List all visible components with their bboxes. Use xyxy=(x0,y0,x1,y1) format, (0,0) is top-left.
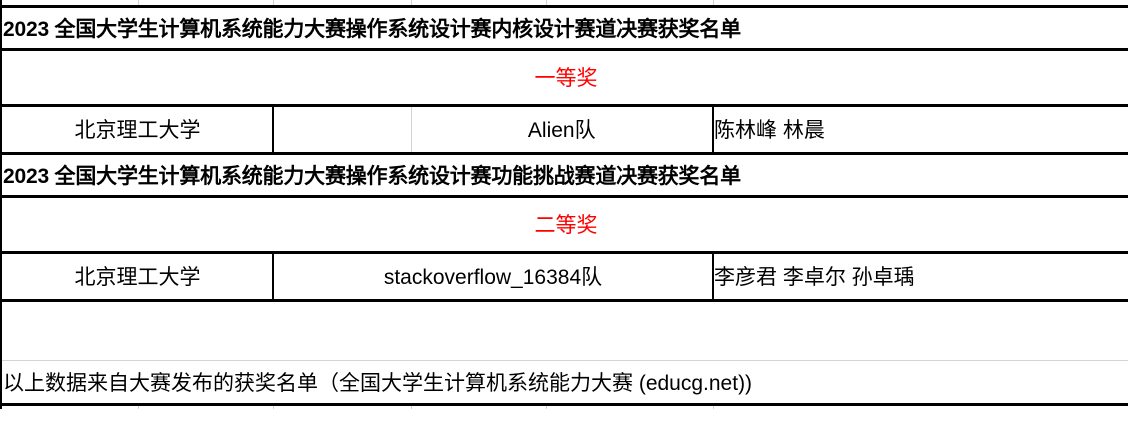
award-list-table: 2023 全国大学生计算机系统能力大赛操作系统设计赛内核设计赛道决赛获奖名单 一… xyxy=(0,0,1128,409)
grid-cell xyxy=(546,404,714,409)
entry-team: stackoverflow_16384队 xyxy=(273,252,714,302)
grid-cell xyxy=(3,0,139,6)
sheet-top-gridline-row xyxy=(0,0,1128,6)
grid-cell xyxy=(3,404,139,409)
prize-row-first: 一等奖 xyxy=(0,49,1128,107)
grid-cell xyxy=(411,404,547,409)
section-title-kernel: 2023 全国大学生计算机系统能力大赛操作系统设计赛内核设计赛道决赛获奖名单 xyxy=(3,4,1128,51)
footnote-row: 以上数据来自大赛发布的获奖名单（全国大学生计算机系统能力大赛 (educg.ne… xyxy=(0,360,1128,406)
row-gutter xyxy=(0,4,3,51)
grid-cell xyxy=(273,0,412,6)
section-title-row-kernel: 2023 全国大学生计算机系统能力大赛操作系统设计赛内核设计赛道决赛获奖名单 xyxy=(0,4,1128,51)
sheet-bottom-gridline-row xyxy=(0,404,1128,409)
row-gutter xyxy=(0,105,3,155)
row-gutter xyxy=(0,49,3,107)
row-gutter xyxy=(0,360,3,406)
grid-cell xyxy=(138,404,274,409)
grid-cell xyxy=(411,0,547,6)
row-gutter xyxy=(0,153,3,198)
entry-school: 北京理工大学 xyxy=(3,105,274,155)
grid-cell xyxy=(138,0,274,6)
row-gutter xyxy=(0,0,3,6)
row-gutter xyxy=(0,404,3,409)
blank-spacer-row xyxy=(0,300,1128,361)
footnote-text: 以上数据来自大赛发布的获奖名单（全国大学生计算机系统能力大赛 (educg.ne… xyxy=(3,360,1128,406)
row-gutter xyxy=(0,252,3,302)
entry-school: 北京理工大学 xyxy=(3,252,274,302)
prize-label-second: 二等奖 xyxy=(3,196,1128,254)
entry-team: Alien队 xyxy=(411,105,714,155)
row-gutter xyxy=(0,300,3,361)
table-row: 北京理工大学 Alien队 陈林峰 林晨 xyxy=(0,105,1128,155)
entry-members: 李彦君 李卓尔 孙卓瑀 xyxy=(713,252,1128,302)
grid-cell xyxy=(546,0,714,6)
entry-members: 陈林峰 林晨 xyxy=(713,105,1128,155)
grid-cell xyxy=(713,404,1128,409)
row-gutter xyxy=(0,196,3,254)
section-title-function: 2023 全国大学生计算机系统能力大赛操作系统设计赛功能挑战赛道决赛获奖名单 xyxy=(3,153,1128,198)
entry-spacer xyxy=(273,105,412,155)
grid-cell xyxy=(713,0,1128,6)
table-row: 北京理工大学 stackoverflow_16384队 李彦君 李卓尔 孙卓瑀 xyxy=(0,252,1128,302)
grid-cell xyxy=(273,404,412,409)
prize-row-second: 二等奖 xyxy=(0,196,1128,254)
prize-label-first: 一等奖 xyxy=(3,49,1128,107)
section-title-row-function: 2023 全国大学生计算机系统能力大赛操作系统设计赛功能挑战赛道决赛获奖名单 xyxy=(0,153,1128,198)
blank-cell xyxy=(3,300,1128,361)
